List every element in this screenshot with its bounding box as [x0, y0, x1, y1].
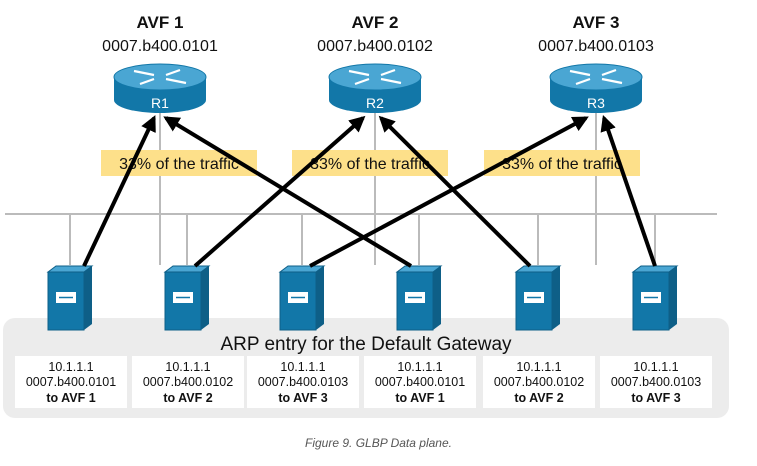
traffic-arrow: [600, 114, 657, 267]
arp-ip: 10.1.1.1: [48, 360, 93, 374]
arp-panel-title: ARP entry for the Default Gateway: [220, 334, 512, 355]
arp-mac: 0007.b400.0103: [258, 375, 348, 389]
router-title: AVF 1: [137, 13, 184, 32]
arp-target: to AVF 3: [631, 391, 680, 405]
router-icon: R1: [113, 63, 207, 113]
router-label: R3: [587, 95, 605, 111]
traffic-arrow: [378, 115, 532, 268]
host-server[interactable]: [514, 265, 562, 331]
router-mac: 0007.b400.0101: [102, 38, 218, 55]
arp-ip: 10.1.1.1: [516, 360, 561, 374]
host-server[interactable]: [278, 265, 326, 331]
router-r2[interactable]: AVF 2 0007.b400.0102 R2: [317, 13, 433, 113]
arp-ip: 10.1.1.1: [280, 360, 325, 374]
traffic-labels: 33% of the traffic 33% of the traffic 33…: [101, 150, 640, 176]
router-icon: R3: [549, 63, 643, 113]
traffic-arrow: [193, 115, 366, 268]
host-server[interactable]: [631, 265, 679, 331]
arp-mac: 0007.b400.0102: [143, 375, 233, 389]
lan-drops: [69, 112, 656, 265]
routers: AVF 1 0007.b400.0101 R1 AVF 2 0007.b400.…: [102, 13, 654, 113]
traffic-arrow: [82, 115, 156, 267]
traffic-arrows: [82, 114, 657, 268]
router-label: R2: [366, 95, 384, 111]
arp-target: to AVF 2: [163, 391, 212, 405]
traffic-label-bg: [484, 150, 640, 176]
router-title: AVF 3: [573, 13, 620, 32]
router-r3[interactable]: AVF 3 0007.b400.0103 R3: [538, 13, 654, 113]
arp-ip: 10.1.1.1: [397, 360, 442, 374]
arp-target: to AVF 3: [278, 391, 327, 405]
arp-ip: 10.1.1.1: [165, 360, 210, 374]
arp-target: to AVF 1: [395, 391, 444, 405]
router-mac: 0007.b400.0102: [317, 38, 433, 55]
host-server[interactable]: [163, 265, 211, 331]
traffic-arrow: [163, 116, 413, 268]
arp-mac: 0007.b400.0102: [494, 375, 584, 389]
router-mac: 0007.b400.0103: [538, 38, 654, 55]
router-r1[interactable]: AVF 1 0007.b400.0101 R1: [102, 13, 218, 113]
traffic-label: 33% of the traffic: [310, 156, 430, 173]
arp-target: to AVF 1: [46, 391, 95, 405]
router-icon: R2: [328, 63, 422, 113]
arp-mac: 0007.b400.0101: [375, 375, 465, 389]
host-server[interactable]: [46, 265, 94, 331]
traffic-label: 33% of the traffic: [119, 156, 239, 173]
traffic-label-bg: [292, 150, 448, 176]
router-label: R1: [151, 95, 169, 111]
arp-ip: 10.1.1.1: [633, 360, 678, 374]
traffic-arrow: [309, 116, 589, 268]
arp-mac: 0007.b400.0101: [26, 375, 116, 389]
host-server[interactable]: [395, 265, 443, 331]
arp-target: to AVF 2: [514, 391, 563, 405]
figure-caption: Figure 9. GLBP Data plane.: [305, 436, 452, 450]
traffic-label: 33% of the traffic: [502, 156, 622, 173]
hosts: [46, 265, 679, 331]
arp-mac: 0007.b400.0103: [611, 375, 701, 389]
router-title: AVF 2: [352, 13, 399, 32]
